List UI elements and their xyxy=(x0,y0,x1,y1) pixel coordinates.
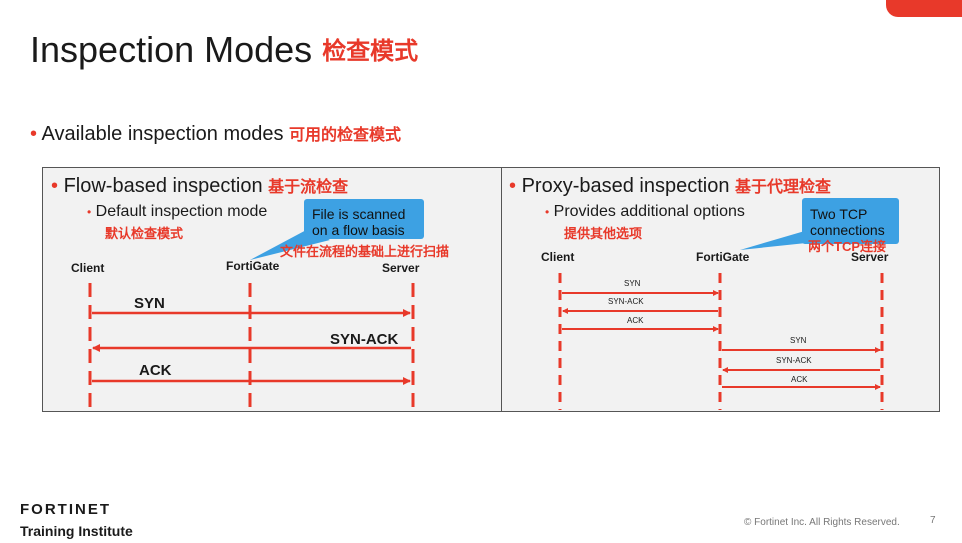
proxy-sub-text: Provides additional options xyxy=(553,203,745,220)
proxy-syn-label-1: SYN xyxy=(624,279,641,288)
proxy-lifelines xyxy=(558,273,884,410)
proxy-syn-label-2: SYN xyxy=(790,336,807,345)
proxy-heading-text: Proxy-based inspection xyxy=(521,175,730,197)
proxy-callout-line2: connections xyxy=(810,222,885,238)
flow-heading-text: Flow-based inspection xyxy=(63,175,263,197)
bullet-dot: • xyxy=(87,205,92,219)
flow-heading-cn: 基于流检查 xyxy=(268,179,349,196)
proxy-synack-label-2: SYN-ACK xyxy=(776,356,812,365)
proxy-server-label: Server xyxy=(851,250,889,264)
flow-callout-line2: on a flow basis xyxy=(312,222,405,238)
proxy-ack-label-2: ACK xyxy=(791,375,808,384)
logo-subtitle: Training Institute xyxy=(20,523,133,539)
bullet-dot: • xyxy=(545,205,550,219)
title-cn: 检查模式 xyxy=(322,38,419,65)
proxy-arrows xyxy=(562,290,881,390)
flow-client-label: Client xyxy=(71,261,105,275)
proxy-heading: • Proxy-based inspection 基于代理检查 xyxy=(509,173,831,198)
title-text: Inspection Modes xyxy=(30,29,313,70)
flow-synack-label: SYN-ACK xyxy=(330,331,399,348)
proxy-callout-line1: Two TCP xyxy=(810,206,868,222)
flow-panel: • Flow-based inspection 基于流检查 • Default … xyxy=(42,167,502,412)
page-number: 7 xyxy=(930,515,936,526)
flow-callout-line1: File is scanned xyxy=(312,206,406,222)
flow-sub: • Default inspection mode xyxy=(87,203,267,221)
fortinet-logo: FORTINET xyxy=(20,501,111,518)
flow-fortigate-label: FortiGate xyxy=(226,259,280,273)
proxy-heading-cn: 基于代理检查 xyxy=(735,179,832,196)
bullet-dot: • xyxy=(509,175,517,197)
proxy-callout: Two TCP connections xyxy=(802,198,899,244)
proxy-synack-label-1: SYN-ACK xyxy=(608,297,644,306)
slide-title: Inspection Modes 检查模式 xyxy=(30,28,418,74)
flow-server-label: Server xyxy=(382,261,420,275)
proxy-sub: • Provides additional options xyxy=(545,203,745,221)
flow-sub-cn: 默认检查模式 xyxy=(105,226,184,241)
flow-callout-cn: 文件在流程的基础上进行扫描 xyxy=(280,244,450,259)
proxy-client-label: Client xyxy=(541,250,575,264)
flow-heading: • Flow-based inspection 基于流检查 xyxy=(51,173,348,198)
proxy-callout-cn: 两个TCP连接 xyxy=(808,239,887,254)
flow-callout: File is scanned on a flow basis xyxy=(304,199,424,239)
top-bullet: • Available inspection modes 可用的检查模式 xyxy=(30,121,401,146)
corner-tab xyxy=(886,0,962,17)
proxy-fortigate-label: FortiGate xyxy=(696,250,750,264)
bullet-dot: • xyxy=(30,123,38,145)
bullet-text: Available inspection modes xyxy=(41,123,284,145)
proxy-ack-label-1: ACK xyxy=(627,316,644,325)
flow-syn-label: SYN xyxy=(134,295,165,312)
proxy-sub-cn: 提供其他选项 xyxy=(564,226,643,241)
flow-arrows xyxy=(92,309,411,385)
flow-sub-text: Default inspection mode xyxy=(95,203,268,220)
bullet-cn: 可用的检查模式 xyxy=(289,127,402,144)
copyright: © Fortinet Inc. All Rights Reserved. xyxy=(744,517,900,528)
bullet-dot: • xyxy=(51,175,59,197)
flow-ack-label: ACK xyxy=(139,362,172,379)
